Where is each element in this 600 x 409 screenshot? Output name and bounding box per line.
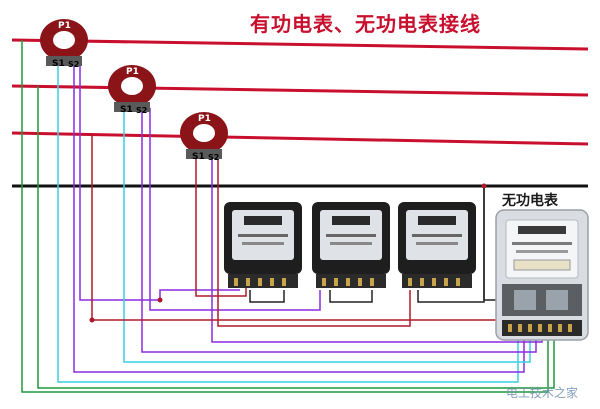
wire-ct2-to-meter2 xyxy=(149,108,321,311)
wire-ct1-s1 xyxy=(57,62,519,383)
wire-ct2-s2 xyxy=(141,108,537,353)
ct-s1-label: S1 xyxy=(120,105,133,115)
phase-line-a xyxy=(11,38,589,51)
ct-s2-label: S2 xyxy=(136,106,147,115)
junction-dots xyxy=(89,183,487,323)
supply-lines xyxy=(11,38,589,188)
ct-primary-label: P1 xyxy=(126,67,139,77)
wire-ct1-to-meter1 xyxy=(79,62,240,301)
ct-s2-label: S2 xyxy=(68,60,79,69)
active-energy-meter xyxy=(224,202,302,288)
ct-s1-label: S1 xyxy=(192,152,205,162)
reactive-meter-label: 无功电表 xyxy=(502,193,558,209)
junction-dot xyxy=(157,297,163,303)
reactive-energy-meter xyxy=(495,209,589,341)
ct-s1-label: S1 xyxy=(52,59,65,69)
wire-ct3-s1 xyxy=(195,158,247,297)
active-energy-meter xyxy=(312,202,390,288)
active-energy-meter xyxy=(398,202,476,288)
wire-neutral-meter2 xyxy=(329,290,373,303)
ct-s2-label: S2 xyxy=(208,153,219,162)
wire-ct3-to-meter3 xyxy=(217,158,411,327)
current-transformer: P1 S1 S2 xyxy=(180,112,228,162)
wire-ct1-s2 xyxy=(73,62,525,373)
phase-line-c xyxy=(11,131,589,146)
current-transformer: P1 S1 S2 xyxy=(40,19,88,69)
active-meters xyxy=(224,202,476,288)
junction-dot xyxy=(481,183,487,189)
secondary-wiring xyxy=(21,40,561,393)
junction-dot xyxy=(89,317,95,323)
ct-primary-label: P1 xyxy=(198,114,211,124)
ct-primary-label: P1 xyxy=(58,21,71,31)
phase-line-b xyxy=(11,84,589,97)
wire-neutral-meter1 xyxy=(249,290,285,303)
diagram-title: 有功电表、无功电表接线 xyxy=(250,12,481,36)
wire-ct2-s1 xyxy=(123,108,531,363)
current-transformer: P1 S1 S2 xyxy=(108,65,156,115)
wire-voltage-a xyxy=(21,40,549,393)
watermark: 电工技术之家 xyxy=(506,386,579,400)
current-transformers: P1 S1 S2 P1 S1 S2 P1 S1 S2 xyxy=(40,19,228,162)
wire-voltage-b xyxy=(37,86,555,389)
